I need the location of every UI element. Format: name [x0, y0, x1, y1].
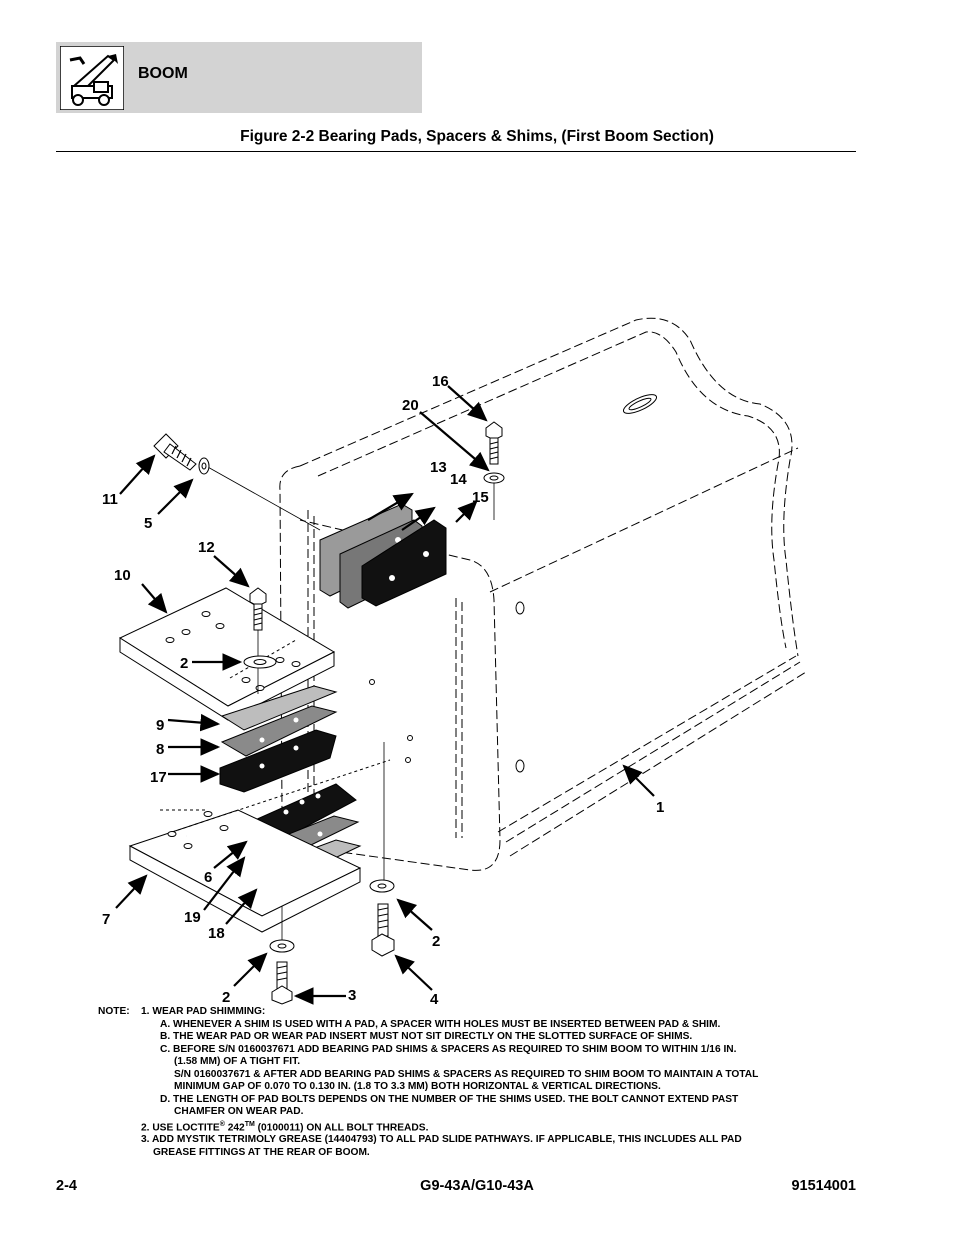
note-1a: A. WHENEVER A SHIM IS USED WITH A PAD, A…	[160, 1018, 721, 1030]
telehandler-icon	[60, 46, 124, 110]
callout-13: 13	[430, 459, 447, 476]
note-3: 3. ADD MYSTIK TETRIMOLY GREASE (14404793…	[141, 1134, 742, 1146]
note-1c: C. BEFORE S/N 0160037671 ADD BEARING PAD…	[160, 1043, 737, 1055]
boom-holes	[369, 394, 658, 773]
bolt-11	[153, 433, 197, 471]
note-label: NOTE:	[98, 1006, 130, 1017]
note-1d: D. THE LENGTH OF PAD BOLTS DEPENDS ON TH…	[160, 1093, 739, 1105]
note-3-line2: GREASE FITTINGS AT THE REAR OF BOOM.	[153, 1146, 370, 1158]
boom-section	[279, 317, 807, 871]
callout-19: 19	[184, 909, 201, 926]
bolt-4	[371, 903, 395, 957]
callout-1: 1	[656, 799, 664, 816]
top-shim-9	[220, 685, 338, 731]
note-1c-line3: S/N 0160037671 & AFTER ADD BEARING PAD S…	[174, 1068, 759, 1080]
callout-7: 7	[102, 911, 110, 928]
callout-5: 5	[144, 515, 152, 532]
top-spacer-8	[220, 705, 338, 757]
figure-title: Figure 2-2 Bearing Pads, Spacers & Shims…	[240, 128, 714, 145]
washer-2-bottom	[269, 939, 295, 953]
top-wear-pad-17	[219, 729, 337, 793]
bolt-3	[271, 961, 293, 1005]
note-1: 1. WEAR PAD SHIMMING:	[141, 1006, 266, 1017]
top-pad-10	[118, 587, 336, 721]
callout-15: 15	[472, 489, 489, 506]
model-number: G9-43A/G10-43A	[420, 1178, 534, 1194]
bolt-16	[485, 421, 503, 465]
callout-18: 18	[208, 925, 225, 942]
callout-20: 20	[402, 397, 419, 414]
washer-2-top	[243, 655, 277, 669]
callout-6: 6	[204, 869, 212, 886]
callout-4: 4	[430, 991, 439, 1008]
notes-block: NOTE: 1. WEAR PAD SHIMMING: A. WHENEVER A…	[98, 1006, 858, 1159]
leader-arrows	[115, 385, 655, 1005]
callout-9: 9	[156, 717, 164, 734]
callout-11: 11	[102, 491, 118, 508]
callout-8: 8	[156, 741, 164, 758]
note-1c-line4: MINIMUM GAP OF 0.070 TO 0.130 IN. (1.8 T…	[174, 1081, 661, 1092]
callout-10: 10	[114, 567, 131, 584]
callout-2-bottom: 2	[222, 989, 230, 1006]
note-2: 2. USE LOCTITE® 242TM (0100011) ON ALL B…	[141, 1120, 429, 1133]
washer-5	[198, 457, 210, 475]
callout-numbers: 16 20 13 14 15 11 5 12 10 2 9 8 17 1 6 7…	[102, 373, 664, 1008]
note-1c-line2: (1.58 MM) OF A TIGHT FIT.	[174, 1056, 301, 1067]
callout-16: 16	[432, 373, 449, 390]
callout-3: 3	[348, 987, 356, 1004]
note-1d-line2: CHAMFER ON WEAR PAD.	[174, 1106, 304, 1117]
section-title: BOOM	[138, 65, 188, 82]
bolt-12	[249, 587, 267, 631]
header-rule	[56, 151, 856, 152]
washer-20	[483, 472, 505, 484]
washer-2-right	[369, 879, 395, 893]
page-number: 2-4	[56, 1178, 77, 1194]
section-header: BOOM	[56, 42, 422, 113]
callout-2-top: 2	[180, 655, 188, 672]
callout-12: 12	[198, 539, 215, 556]
document-number: 91514001	[791, 1178, 856, 1194]
exploded-view-drawing: 16 20 13 14 15 11 5 12 10 2 9 8 17 1 6 7…	[102, 317, 807, 1008]
callout-14: 14	[450, 471, 467, 488]
callout-2-right: 2	[432, 933, 440, 950]
note-1b: B. THE WEAR PAD OR WEAR PAD INSERT MUST …	[160, 1031, 693, 1042]
callout-17: 17	[150, 769, 167, 786]
